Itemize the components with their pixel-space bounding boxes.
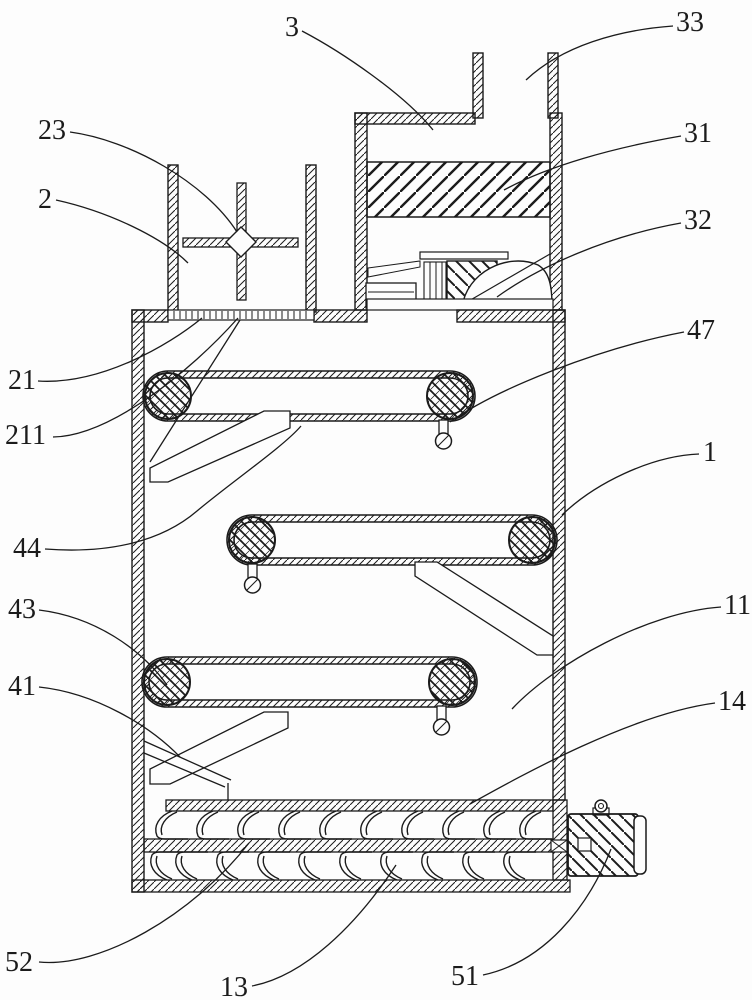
hopper-right-wall — [305, 164, 317, 313]
leader-21 — [37, 317, 203, 382]
belt2-left-pulley — [228, 516, 276, 564]
leader-211 — [52, 317, 239, 438]
leader-14 — [469, 702, 716, 805]
chamber-top-wall-mid — [313, 309, 368, 323]
label-51: 51 — [451, 961, 479, 992]
leader-2 — [55, 199, 189, 264]
label-21: 21 — [8, 365, 36, 396]
label-44: 44 — [13, 533, 41, 564]
leader-3 — [301, 30, 434, 131]
label-23: 23 — [38, 115, 66, 146]
leader-47 — [449, 331, 685, 423]
leader-13 — [251, 864, 397, 987]
label-13: 13 — [220, 972, 248, 1000]
conveyor-belt-1 — [142, 370, 476, 450]
label-47: 47 — [687, 315, 715, 346]
shaft-coupling — [550, 839, 568, 853]
exhaust-pipe — [472, 52, 559, 119]
hopper-left-wall — [167, 164, 179, 313]
leader-32 — [496, 222, 682, 298]
belt-band — [226, 514, 558, 566]
leader-44 — [44, 425, 302, 551]
label-43: 43 — [8, 594, 36, 625]
chamber-top-wall-right — [456, 309, 566, 323]
conveyor-belt-3 — [141, 656, 478, 736]
label-33: 33 — [676, 7, 704, 38]
screw-shaft — [143, 838, 554, 853]
label-52: 52 — [5, 947, 33, 978]
leader-52 — [38, 842, 250, 964]
fan-box-floor — [366, 298, 554, 311]
agitator-cross — [182, 182, 299, 301]
chamber-right-wall — [552, 309, 566, 801]
motor-end-cap — [633, 815, 647, 875]
leader-31 — [503, 135, 682, 191]
belt1-left-pulley — [144, 372, 192, 420]
leader-41 — [38, 686, 181, 758]
motor-terminal — [577, 837, 592, 852]
spray-nozzle-2 — [243, 563, 262, 594]
main-chamber — [131, 309, 566, 893]
leader-33 — [525, 25, 674, 81]
chamber-left-wall — [131, 309, 145, 893]
feed-deflector-strut — [149, 319, 241, 463]
fan-box-right-wall — [549, 112, 563, 311]
leader-1 — [561, 453, 700, 516]
label-11: 11 — [724, 590, 751, 621]
leader-23 — [69, 131, 238, 233]
spray-nozzle-3 — [432, 705, 451, 736]
leader-51 — [482, 848, 612, 976]
chamber-top-wall-left — [131, 309, 169, 323]
feed-grate — [167, 309, 315, 321]
label-14: 14 — [718, 686, 746, 717]
fan-filter-unit — [354, 52, 563, 311]
guide-baffle-41 — [149, 711, 289, 785]
label-2: 2 — [38, 184, 52, 215]
label-211: 211 — [5, 420, 46, 451]
screw-conveyor — [131, 799, 571, 893]
belt-band — [142, 370, 476, 422]
spray-nozzle-1 — [434, 419, 453, 450]
bottom-slope — [143, 740, 232, 800]
belt1-right-pulley — [426, 372, 474, 420]
guide-chute-right — [414, 561, 554, 656]
feed-hopper — [167, 164, 317, 313]
screw-blades-lower — [150, 851, 537, 881]
belt2-right-pulley — [508, 516, 556, 564]
conveyor-belt-2 — [226, 514, 558, 594]
label-1: 1 — [703, 437, 717, 468]
fan-box-left-wall — [354, 112, 368, 311]
fan-box-top-wall — [354, 112, 476, 125]
label-3: 3 — [285, 12, 299, 43]
screw-top-plate — [165, 799, 554, 812]
drive-motor — [550, 799, 647, 877]
label-32: 32 — [684, 205, 712, 236]
fan-scroll-dome — [461, 260, 553, 309]
belt3-right-pulley — [428, 658, 476, 706]
guide-baffle-44 — [149, 410, 291, 483]
leader-11 — [511, 606, 722, 710]
label-31: 31 — [684, 118, 712, 149]
label-41: 41 — [8, 671, 36, 702]
bottom-plate — [131, 879, 571, 893]
leader-43 — [38, 609, 168, 686]
belt-band — [141, 656, 478, 708]
agitator-hub — [225, 226, 257, 258]
filter-block — [366, 161, 551, 218]
screw-blades-upper — [155, 810, 553, 840]
